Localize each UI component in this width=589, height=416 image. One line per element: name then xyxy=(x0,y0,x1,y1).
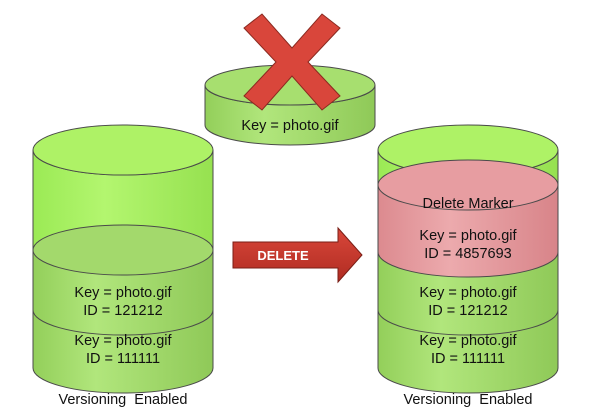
delete-marker-id: ID = 4857693 xyxy=(424,246,511,262)
right-version-1-id: ID = 121212 xyxy=(428,303,507,319)
delete-x-icon xyxy=(243,13,341,111)
left-version-1-id: ID = 121212 xyxy=(83,303,162,319)
delete-marker-title: Delete Marker xyxy=(422,196,513,212)
left-bucket: Key = photo.gif ID = 121212 Key = photo.… xyxy=(32,124,214,394)
deleted-object-key: Key = photo.gif xyxy=(241,118,339,134)
right-bucket: Delete Marker Key = photo.gif ID = 48576… xyxy=(377,124,559,394)
left-version-2-key: Key = photo.gif xyxy=(74,333,172,349)
delete-marker-key: Key = photo.gif xyxy=(419,228,517,244)
right-version-2-id: ID = 111111 xyxy=(431,351,505,367)
right-version-2-key: Key = photo.gif xyxy=(419,333,517,349)
delete-arrow: DELETE xyxy=(232,226,363,284)
delete-arrow-label: DELETE xyxy=(257,248,309,263)
right-version-1-key: Key = photo.gif xyxy=(419,285,517,301)
right-bucket-caption: Versioning Enabled xyxy=(404,392,533,408)
left-bucket-caption: Versioning Enabled xyxy=(59,392,188,408)
left-version-2-id: ID = 111111 xyxy=(86,351,160,367)
left-version-1-key: Key = photo.gif xyxy=(74,285,172,301)
